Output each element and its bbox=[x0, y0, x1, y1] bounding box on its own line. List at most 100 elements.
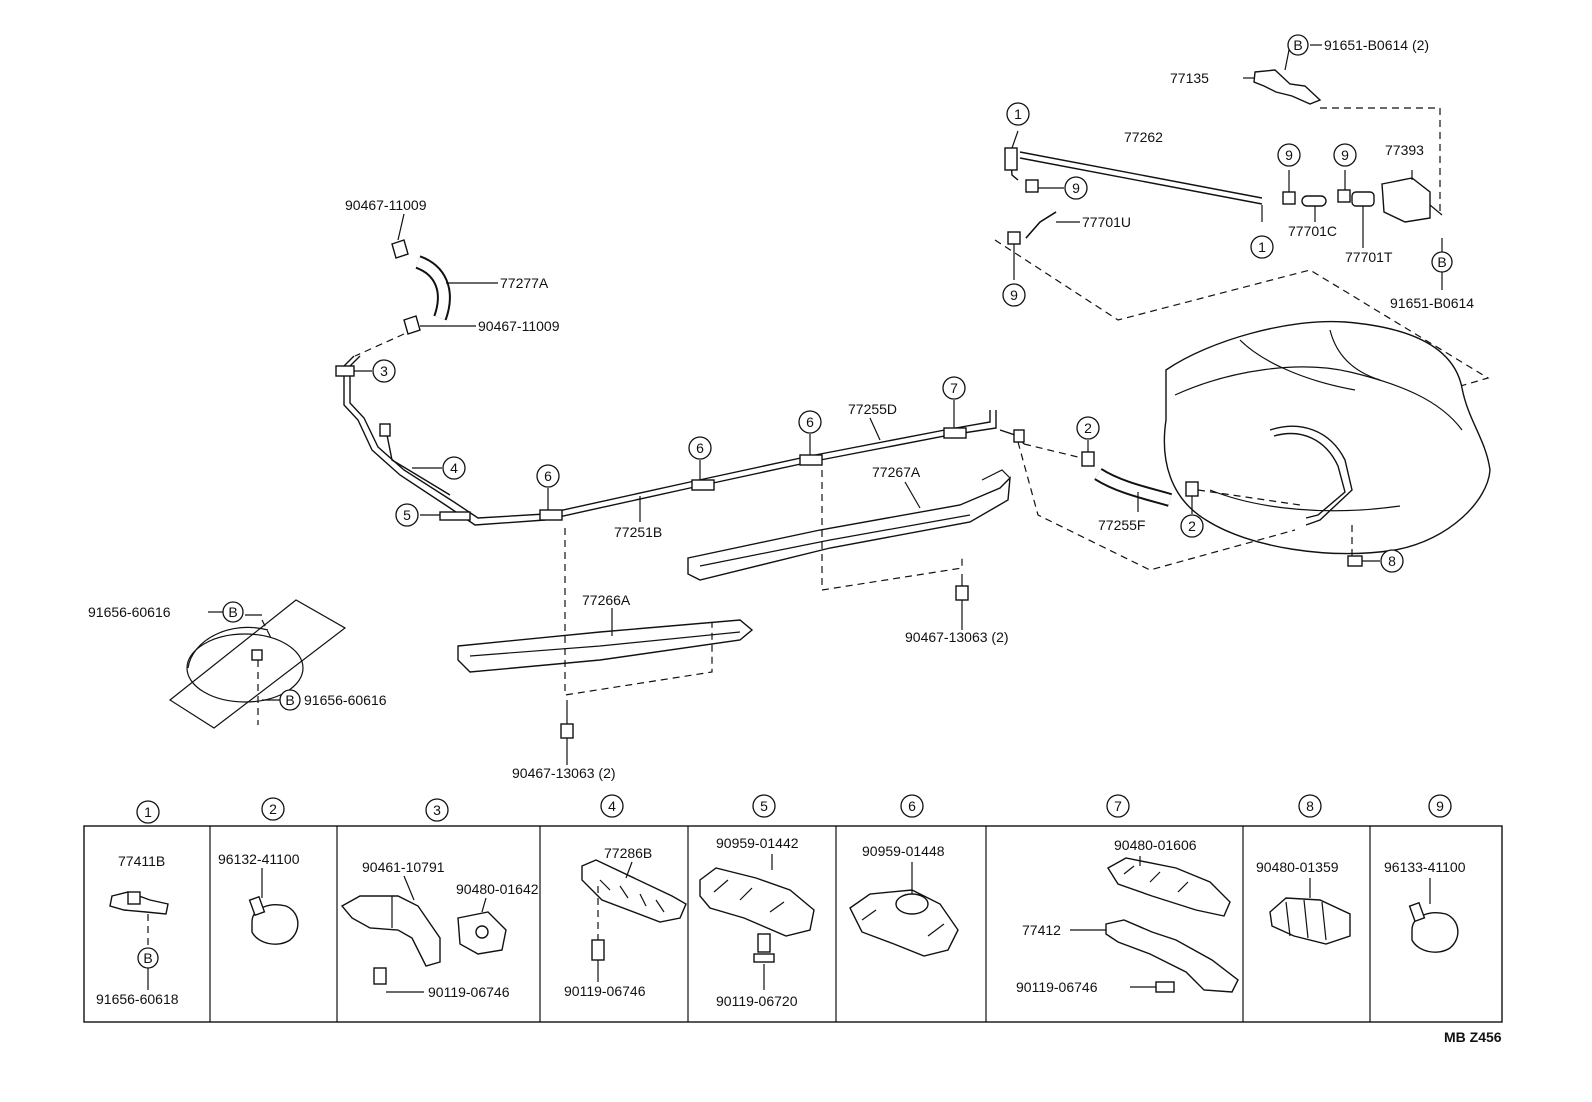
svg-text:3: 3 bbox=[433, 802, 441, 818]
main-fuel-lines bbox=[335, 213, 1025, 526]
table-part-label: 90119-06746 bbox=[428, 984, 510, 1000]
part-label: 77255D bbox=[848, 401, 897, 417]
svg-text:9: 9 bbox=[1072, 180, 1080, 196]
svg-text:7: 7 bbox=[1114, 798, 1122, 814]
table-col-header: 2 bbox=[261, 797, 285, 821]
svg-text:2: 2 bbox=[269, 801, 277, 817]
callout-2: 2 bbox=[1180, 514, 1204, 538]
fuel-tank bbox=[1163, 320, 1491, 567]
table-part-label: 90119-06746 bbox=[564, 983, 646, 999]
svg-text:B: B bbox=[285, 692, 294, 708]
svg-text:B: B bbox=[228, 604, 237, 620]
part-label: 77266A bbox=[582, 592, 631, 608]
callout-9: 9 bbox=[1064, 176, 1088, 200]
part-label: 90467-13063 (2) bbox=[512, 765, 616, 781]
table-col-header: 1 bbox=[136, 800, 160, 824]
part-label: 90467-13063 (2) bbox=[905, 629, 1009, 645]
callout-4: 4 bbox=[442, 456, 466, 480]
table-part-label: 90959-01442 bbox=[716, 835, 799, 851]
bolt-callout-b: B bbox=[1287, 34, 1309, 56]
bolt-callout-b: B bbox=[222, 601, 244, 623]
callout-3: 3 bbox=[372, 359, 396, 383]
table-part-label: 77412 bbox=[1022, 922, 1061, 938]
part-label: 90467-11009 bbox=[345, 197, 427, 213]
callout-6: 6 bbox=[536, 464, 560, 488]
callout-2: 2 bbox=[1076, 416, 1100, 440]
table-col-header: 8 bbox=[1298, 794, 1322, 818]
table-part-label: 90959-01448 bbox=[862, 843, 945, 859]
part-label: 77262 bbox=[1124, 129, 1163, 145]
part-label: 77251B bbox=[614, 524, 662, 540]
callout-6: 6 bbox=[798, 410, 822, 434]
part-label: 77701C bbox=[1288, 223, 1337, 239]
callout-7: 7 bbox=[942, 376, 966, 400]
table-col-header: 9 bbox=[1428, 794, 1452, 818]
svg-text:B: B bbox=[1437, 254, 1446, 270]
part-label: 91651-B0614 bbox=[1390, 295, 1474, 311]
svg-text:1: 1 bbox=[1014, 106, 1022, 122]
part-label: 77701T bbox=[1345, 249, 1393, 265]
part-label: 91651-B0614 (2) bbox=[1324, 37, 1429, 53]
svg-text:8: 8 bbox=[1306, 798, 1314, 814]
part-label: 90467-11009 bbox=[478, 318, 560, 334]
svg-text:5: 5 bbox=[403, 507, 411, 523]
callout-1: 1 bbox=[1250, 235, 1274, 259]
table-part-label: 90119-06746 bbox=[1016, 979, 1098, 995]
table-col-header: 4 bbox=[600, 794, 624, 818]
svg-text:8: 8 bbox=[1388, 553, 1396, 569]
callout-6: 6 bbox=[688, 436, 712, 460]
callout-9: 9 bbox=[1002, 283, 1026, 307]
svg-text:B: B bbox=[1293, 37, 1302, 53]
part-label: 77701U bbox=[1082, 214, 1131, 230]
svg-text:9: 9 bbox=[1010, 287, 1018, 303]
table-part-label: 91656-60618 bbox=[96, 991, 179, 1007]
svg-text:3: 3 bbox=[380, 363, 388, 379]
table-col-header: 7 bbox=[1106, 794, 1130, 818]
hose-77255f bbox=[1017, 440, 1301, 571]
part-label: 77277A bbox=[500, 275, 549, 291]
bolt-callout-b: B bbox=[137, 947, 159, 969]
svg-text:5: 5 bbox=[760, 798, 768, 814]
table-part-label: 90480-01606 bbox=[1114, 837, 1197, 853]
svg-text:2: 2 bbox=[1084, 420, 1092, 436]
svg-text:1: 1 bbox=[144, 804, 152, 820]
callout-9: 9 bbox=[1277, 143, 1301, 167]
part-label: 77267A bbox=[872, 464, 921, 480]
table-part-label: 90119-06720 bbox=[716, 993, 798, 1009]
callout-5: 5 bbox=[395, 503, 419, 527]
svg-text:1: 1 bbox=[1258, 239, 1266, 255]
part-label: 77393 bbox=[1385, 142, 1424, 158]
svg-text:B: B bbox=[143, 950, 152, 966]
svg-text:7: 7 bbox=[950, 380, 958, 396]
table-part-label: 90480-01642 bbox=[456, 881, 539, 897]
bolt-callout-b: B bbox=[279, 689, 301, 711]
callout-8: 8 bbox=[1380, 549, 1404, 573]
svg-text:2: 2 bbox=[1188, 518, 1196, 534]
svg-text:4: 4 bbox=[450, 460, 458, 476]
part-label: 77135 bbox=[1170, 70, 1209, 86]
part-label: 91656-60616 bbox=[88, 604, 171, 620]
svg-text:9: 9 bbox=[1436, 798, 1444, 814]
part-label: 91656-60616 bbox=[304, 692, 387, 708]
table-part-label: 77411B bbox=[118, 853, 165, 869]
table-part-label: 96133-41100 bbox=[1384, 859, 1466, 875]
table-part-label: 96132-41100 bbox=[218, 851, 300, 867]
diagram-code: MB Z456 bbox=[1444, 1029, 1502, 1045]
bolt-callouts: B B B B B bbox=[137, 34, 1453, 969]
callout-1: 1 bbox=[1006, 102, 1030, 126]
svg-text:6: 6 bbox=[696, 440, 704, 456]
callout-9: 9 bbox=[1333, 143, 1357, 167]
bolt-callout-b: B bbox=[1431, 251, 1453, 273]
callouts: 1 1 9 9 9 9 3 4 5 6 6 6 7 2 2 8 bbox=[372, 102, 1404, 573]
svg-text:6: 6 bbox=[544, 468, 552, 484]
parts-table: 1 2 3 4 5 6 7 8 9 77411B 91656-60618 961… bbox=[83, 794, 1503, 1023]
spare-tire-area bbox=[168, 599, 347, 729]
vapor-line-assembly bbox=[994, 44, 1490, 393]
svg-text:6: 6 bbox=[908, 798, 916, 814]
table-col-header: 6 bbox=[900, 794, 924, 818]
table-part-label: 77286B bbox=[604, 845, 652, 861]
table-col-header: 3 bbox=[425, 798, 449, 822]
part-label: 77255F bbox=[1098, 517, 1145, 533]
part-labels: 91651-B0614 (2) 77135 77262 77393 77701U… bbox=[88, 37, 1474, 781]
